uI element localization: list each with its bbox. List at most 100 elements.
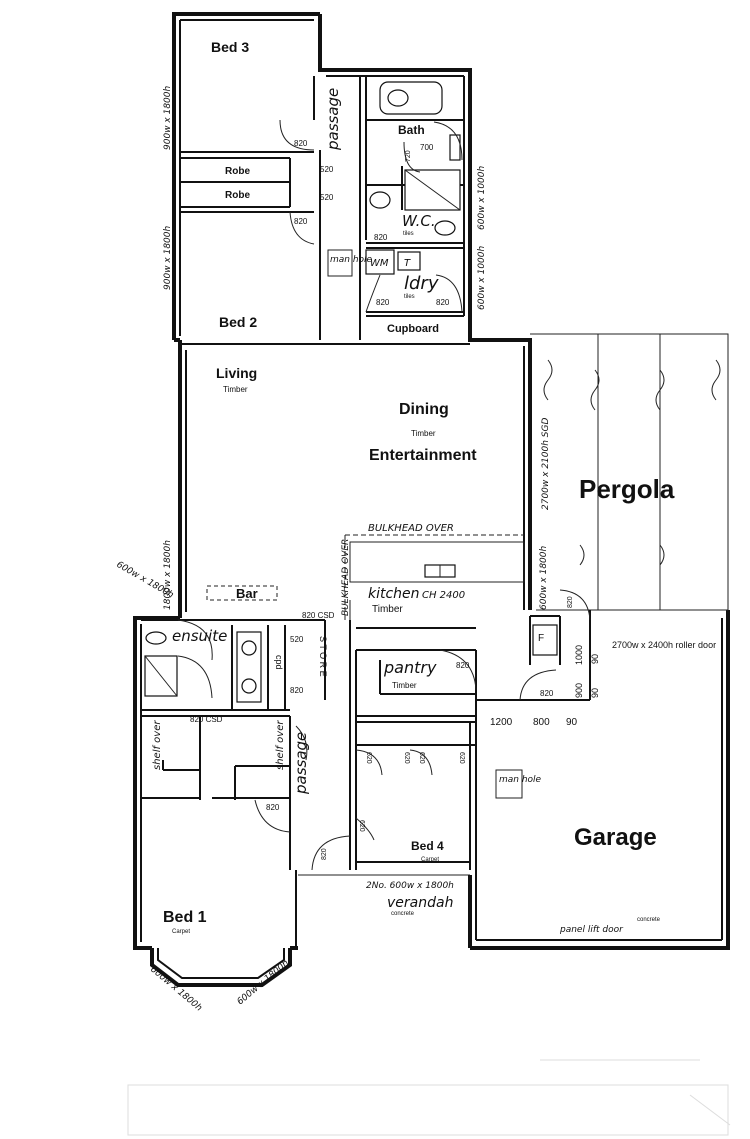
room-bed2: Bed 2: [219, 314, 257, 330]
background-marks: [127, 1059, 731, 1136]
floor-finishes: Timber Timber Timber Timber Carpet Carpe…: [172, 231, 661, 935]
manhole-2: man hole: [499, 775, 542, 785]
window-bay-right: 600w x 1800h: [236, 958, 292, 1007]
laundry-tub: [397, 251, 421, 271]
room-garage: Garage: [574, 824, 657, 851]
dim-90: 90: [566, 717, 578, 728]
dim-820: 820: [266, 803, 280, 812]
csd-ensuite: 820 CSD: [190, 715, 223, 724]
room-kitchen: kitchen: [368, 586, 420, 602]
dim-1000: 1000: [574, 645, 584, 665]
floor-verandah: concrete: [391, 911, 415, 917]
bulkhead-note-v: BULKHEAD OVER: [341, 539, 351, 616]
interior-walls: [141, 76, 591, 870]
dim-820: 820: [376, 298, 390, 307]
label-f: F: [538, 633, 544, 644]
dim-1200: 1200: [490, 717, 513, 728]
room-ldry: ldry: [404, 273, 439, 294]
room-bed1: Bed 1: [163, 909, 207, 926]
dim-820: 820: [456, 661, 470, 670]
window-bay-left: 600w x 1800h: [148, 965, 204, 1014]
dim-820: 820: [540, 689, 554, 698]
floor-living: Timber: [223, 385, 248, 394]
dim-620: 620: [358, 820, 365, 832]
room-bed3: Bed 3: [211, 39, 249, 55]
floor-dining: Timber: [411, 429, 436, 438]
floor-pantry: Timber: [392, 681, 417, 690]
dim-820: 820: [294, 139, 308, 148]
room-wc: W.C.: [402, 212, 436, 230]
sgd-note: 2700w x 2100h SGD: [541, 418, 551, 510]
bulkhead-note-h: BULKHEAD OVER: [368, 523, 454, 534]
room-pantry: pantry: [383, 658, 437, 677]
window-ldry: 600w x 1000h: [477, 246, 487, 310]
dim-900: 900: [574, 683, 584, 698]
room-ensuite: ensuite: [172, 627, 227, 645]
room-robe-1: Robe: [225, 166, 250, 177]
floor-kitchen: Timber: [372, 604, 403, 615]
window-living: 1800w x 1800h: [163, 540, 173, 610]
roller-door-note: 2700w x 2400h roller door: [612, 640, 716, 650]
room-store: S T O R E: [318, 636, 328, 677]
fixtures: [144, 81, 721, 871]
manhole-1: man hole: [330, 255, 373, 265]
fridge: [532, 624, 558, 656]
room-shelf-1: shelf over: [152, 720, 163, 770]
room-passage-top: passage: [324, 88, 342, 151]
dim-90: 90: [590, 654, 600, 664]
dim-620: 620: [458, 752, 465, 764]
panel-lift-note: panel lift door: [559, 925, 624, 935]
washing-machine: [365, 249, 395, 275]
dim-620: 620: [418, 752, 425, 764]
room-bed4: Bed 4: [411, 839, 444, 853]
csd-bar: 820 CSD: [302, 611, 335, 620]
toilet: [434, 220, 456, 236]
dim-820: 820: [321, 848, 328, 860]
exterior-walls: [133, 12, 730, 987]
floor-garage: concrete: [637, 917, 661, 923]
floor-ldry: tiles: [404, 294, 415, 300]
dim-620: 620: [365, 752, 372, 764]
room-entertainment: Entertainment: [369, 447, 477, 464]
window-kitchen: 600w x 1800h: [539, 546, 549, 610]
window-bed3: 900w x 1800h: [163, 86, 173, 150]
dim-520: 520: [320, 193, 334, 202]
room-pergola: Pergola: [579, 474, 675, 504]
room-robe-2: Robe: [225, 190, 250, 201]
room-bar: Bar: [236, 586, 258, 601]
room-cpd: cpd: [274, 655, 284, 670]
label-wm: WM: [370, 258, 389, 269]
ensuite-toilet: [145, 631, 167, 645]
dim-820: 820: [436, 298, 450, 307]
window-bed4: 2No. 600w x 1800h: [366, 881, 454, 891]
ceiling-height: CH 2400: [422, 590, 465, 601]
room-labels: Bed 3 Robe Robe Bed 2 Bath W.C. ldry Cup…: [152, 39, 675, 926]
room-living: Living: [216, 365, 257, 381]
dim-820: 820: [290, 686, 304, 695]
basin: [369, 191, 391, 209]
dim-820: 820: [567, 596, 574, 608]
dim-520: 520: [290, 635, 304, 644]
dim-820: 820: [374, 233, 388, 242]
dim-90: 90: [590, 688, 600, 698]
dim-720: 720: [405, 150, 412, 162]
dim-820: 820: [294, 217, 308, 226]
room-verandah: verandah: [387, 895, 453, 911]
dimension-tags: 820 520 520 820 720 700 820 820 820 820 …: [266, 139, 600, 860]
window-bed2: 900w x 1800h: [163, 226, 173, 290]
label-t: T: [404, 258, 411, 269]
dim-700: 700: [420, 143, 434, 152]
floor-wc: tiles: [403, 231, 414, 237]
room-bath: Bath: [398, 123, 425, 137]
room-cupboard: Cupboard: [387, 323, 439, 335]
room-dining: Dining: [399, 401, 449, 418]
window-wc: 600w x 1000h: [477, 166, 487, 230]
room-passage-mid: passage: [292, 732, 310, 795]
floor-bed4: Carpet: [421, 857, 439, 863]
room-shelf-2: shelf over: [275, 720, 286, 770]
dim-620: 620: [403, 752, 410, 764]
floor-bed1: Carpet: [172, 929, 190, 935]
dim-800: 800: [533, 717, 550, 728]
dim-520: 520: [320, 165, 334, 174]
